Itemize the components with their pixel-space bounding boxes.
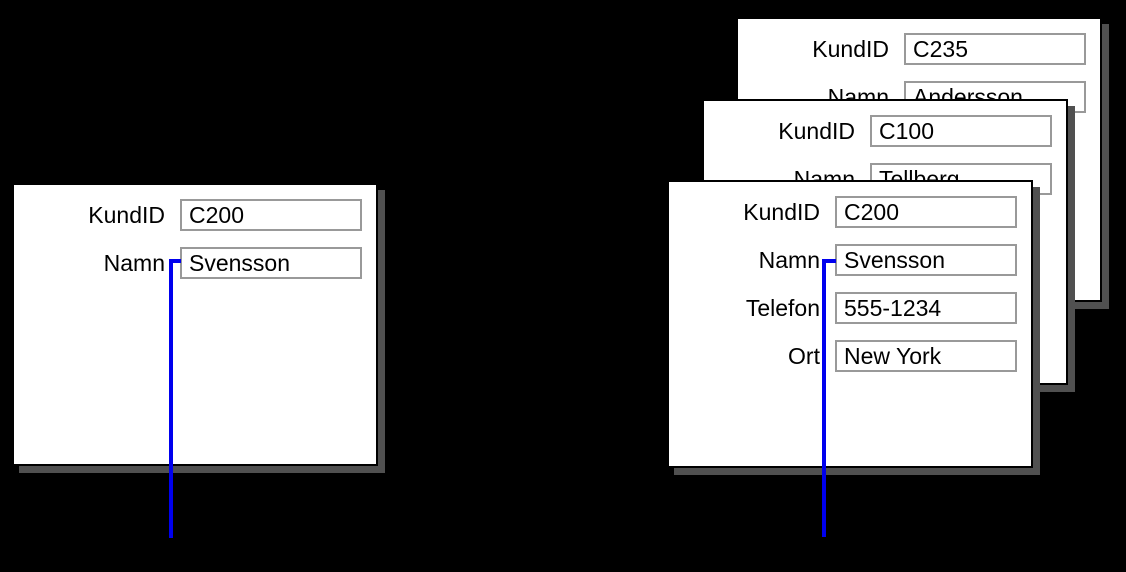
namn-connector-stub-left <box>169 259 181 263</box>
kundid-label: KundID <box>778 117 855 144</box>
customer-record-card-front: KundID C200 Namn Svensson Telefon 555-12… <box>667 180 1033 468</box>
telefon-label: Telefon <box>745 294 820 321</box>
namn-input[interactable]: Svensson <box>835 244 1017 276</box>
form-row: KundID C235 <box>738 33 1100 65</box>
telefon-input[interactable]: 555-1234 <box>835 292 1017 324</box>
form-row: KundID C200 <box>14 199 376 231</box>
kundid-input[interactable]: C100 <box>870 115 1052 147</box>
form-row: KundID C200 <box>669 196 1031 228</box>
customer-record-card-left: KundID C200 Namn Svensson <box>12 183 378 466</box>
namn-connector-line-right <box>822 259 826 537</box>
namn-label: Namn <box>758 246 820 273</box>
kundid-input[interactable]: C235 <box>904 33 1086 65</box>
form-row: Namn Svensson <box>669 244 1031 276</box>
kundid-label: KundID <box>88 201 165 228</box>
kundid-label: KundID <box>743 198 820 225</box>
namn-label: Namn <box>103 249 165 276</box>
form-row: Namn Svensson <box>14 247 376 279</box>
kundid-input[interactable]: C200 <box>835 196 1017 228</box>
kundid-input[interactable]: C200 <box>180 199 362 231</box>
ort-label: Ort <box>788 342 820 369</box>
form-row: KundID C100 <box>704 115 1066 147</box>
namn-connector-line-left <box>169 259 173 538</box>
namn-connector-stub-right <box>822 259 836 263</box>
kundid-label: KundID <box>812 35 889 62</box>
form-row: Ort New York <box>669 340 1031 372</box>
ort-input[interactable]: New York <box>835 340 1017 372</box>
namn-input[interactable]: Svensson <box>180 247 362 279</box>
form-row: Telefon 555-1234 <box>669 292 1031 324</box>
